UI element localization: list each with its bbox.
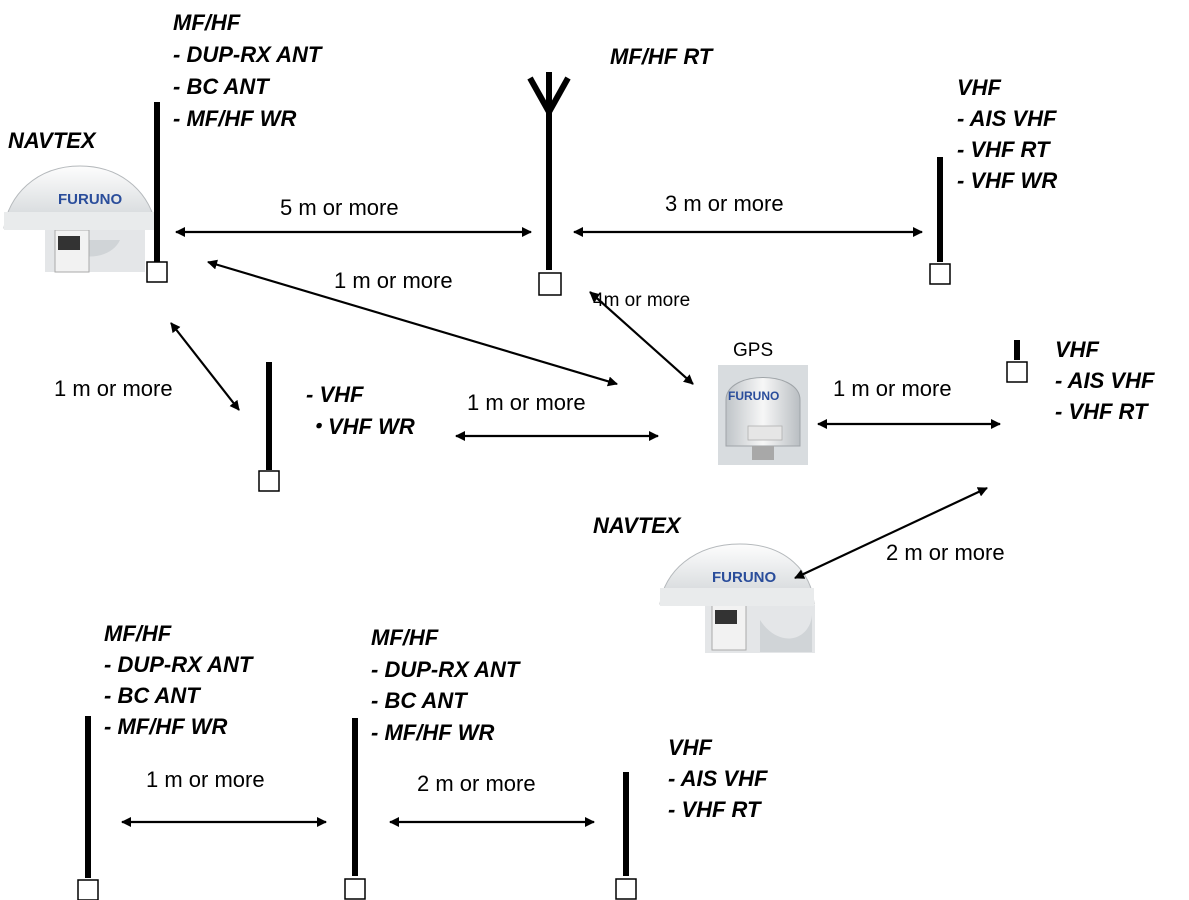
svg-text:VHF: VHF	[957, 75, 1002, 100]
distance-label-gps-vhf: 1 m or more	[833, 376, 952, 401]
svg-text:- AIS VHF: - AIS VHF	[1055, 368, 1155, 393]
svg-text:- VHF RT: - VHF RT	[957, 137, 1051, 162]
mfhf-label-bottom-1: MF/HF - DUP-RX ANT - BC ANT - MF/HF WR	[104, 621, 254, 739]
gps-label: GPS	[733, 340, 773, 361]
distance-label-navtex-vhf: 1 m or more	[54, 376, 173, 401]
svg-text:・VHF WR: ・VHF WR	[306, 414, 415, 439]
distance-label-bottom-2m: 2 m or more	[417, 771, 536, 796]
vhf-antenna-base-mid-right	[1006, 361, 1028, 383]
vhf-antenna-base-mid-left	[258, 470, 280, 492]
mfhf-antenna-base-bottom-2	[344, 878, 366, 900]
svg-text:- BC ANT: - BC ANT	[371, 688, 468, 713]
navtex-antenna-image-top: FURUNO	[3, 165, 157, 273]
svg-text:- MF/HF WR: - MF/HF WR	[173, 106, 297, 131]
mfhf-label-top: MF/HF - DUP-RX ANT - BC ANT - MF/HF WR	[173, 10, 323, 131]
svg-text:- VHF RT: - VHF RT	[668, 797, 762, 822]
svg-text:MF/HF: MF/HF	[173, 10, 241, 35]
mfhf-rt-antenna	[527, 72, 571, 270]
svg-text:- AIS VHF: - AIS VHF	[957, 106, 1057, 131]
vhf-label-mid-right: VHF - AIS VHF - VHF RT	[1055, 337, 1155, 424]
svg-text:- VHF RT: - VHF RT	[1055, 399, 1149, 424]
navtex-label-bottom: NAVTEX	[593, 513, 682, 538]
svg-text:- AIS VHF: - AIS VHF	[668, 766, 768, 791]
svg-text:- BC ANT: - BC ANT	[104, 683, 201, 708]
svg-text:- VHF WR: - VHF WR	[957, 168, 1057, 193]
distance-label-5m: 5 m or more	[280, 195, 399, 220]
distance-arrow-4m	[589, 291, 694, 385]
distance-label-2m-right: 2 m or more	[886, 540, 1005, 565]
vhf-label-bottom: VHF - AIS VHF - VHF RT	[668, 735, 768, 822]
distance-label-bottom-1m: 1 m or more	[146, 767, 265, 792]
mfhf-rt-label: MF/HF RT	[610, 44, 714, 69]
svg-text:- DUP-RX ANT: - DUP-RX ANT	[173, 42, 323, 67]
furuno-logo-top: FURUNO	[58, 191, 122, 208]
mfhf-antenna-base-top	[146, 261, 168, 283]
svg-text:MF/HF: MF/HF	[371, 625, 439, 650]
svg-text:VHF: VHF	[1055, 337, 1100, 362]
svg-text:- MF/HF WR: - MF/HF WR	[104, 714, 228, 739]
vhf-label-top-right: VHF - AIS VHF - VHF RT - VHF WR	[957, 75, 1057, 193]
svg-text:FURUNO: FURUNO	[728, 389, 779, 403]
navtex-antenna-image-bottom: FURUNO	[659, 543, 815, 653]
furuno-logo-bottom: FURUNO	[712, 569, 776, 586]
svg-text:VHF: VHF	[668, 735, 713, 760]
distance-arrow-navtex-vhf	[170, 322, 240, 411]
distance-arrow-mfhf-gps	[207, 259, 618, 387]
vhf-antenna-base-bottom	[615, 878, 637, 900]
svg-text:MF/HF: MF/HF	[104, 621, 172, 646]
mfhf-rt-antenna-base	[538, 272, 562, 296]
distance-label-3m: 3 m or more	[665, 191, 784, 216]
mfhf-label-bottom-2: MF/HF - DUP-RX ANT - BC ANT - MF/HF WR	[371, 625, 521, 745]
svg-text:- DUP-RX ANT: - DUP-RX ANT	[104, 652, 254, 677]
vhf-label-mid-left: - VHF ・VHF WR	[306, 382, 415, 439]
svg-text:- DUP-RX ANT: - DUP-RX ANT	[371, 657, 521, 682]
svg-text:- BC ANT: - BC ANT	[173, 74, 270, 99]
distance-arrow-2m-right	[794, 487, 988, 579]
distance-label-vhf-gps: 1 m or more	[467, 390, 586, 415]
gps-antenna-image: FURUNO	[718, 365, 808, 465]
navtex-label-top: NAVTEX	[8, 128, 97, 153]
vhf-antenna-base-top-right	[929, 263, 951, 285]
distance-label-mfhf-gps: 1 m or more	[334, 268, 453, 293]
svg-text:- VHF: - VHF	[306, 382, 364, 407]
mfhf-antenna-base-bottom-1	[77, 879, 99, 900]
svg-text:- MF/HF WR: - MF/HF WR	[371, 720, 495, 745]
